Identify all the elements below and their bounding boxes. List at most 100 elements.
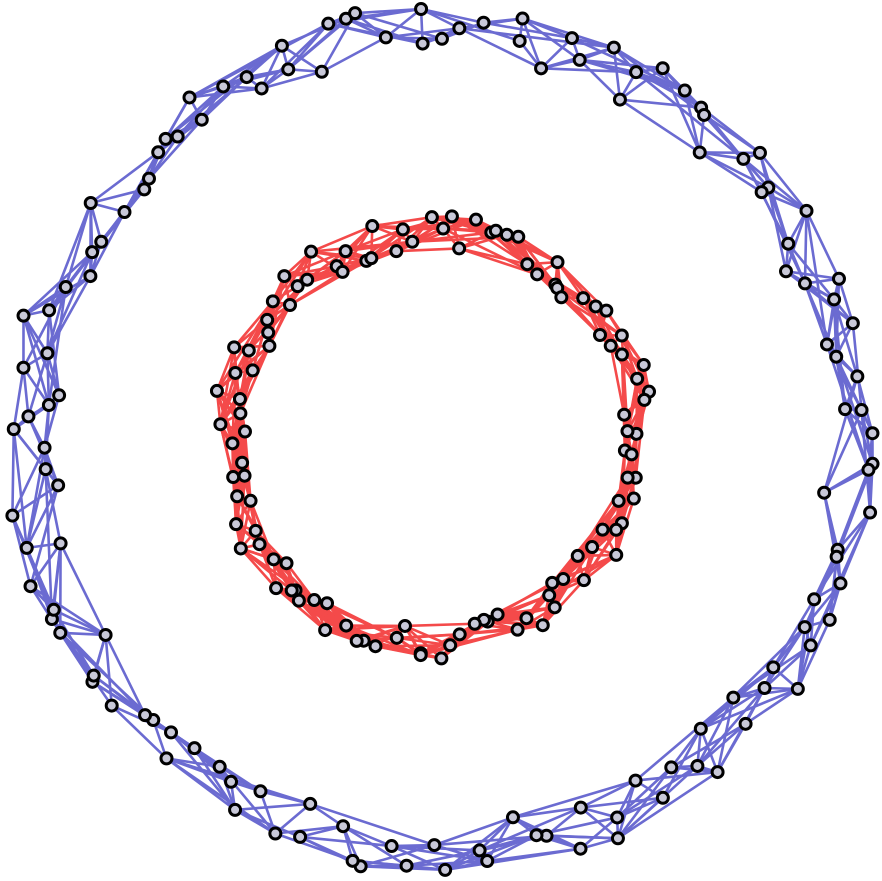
outer-ring-edge [784,209,808,273]
outer-ring-node [472,843,487,858]
outer-ring-node [452,21,467,36]
outer-ring-edge [616,770,719,840]
outer-ring-node [822,612,837,627]
inner-ring-node [304,244,319,259]
outer-ring-edge [511,779,637,819]
inner-ring-edge [496,581,554,616]
inner-ring-node [617,407,632,422]
outer-ring-edge [22,285,68,370]
outer-ring-edge [822,408,863,494]
outer-ring-node [427,838,442,853]
outer-ring-edge [29,542,62,588]
outer-ring-node [829,549,844,564]
outer-ring-node [865,426,880,441]
outer-ring-edge [570,36,616,49]
outer-ring-node [274,38,289,53]
inner-ring-node [284,583,299,598]
inner-ring-node [279,556,294,571]
outer-ring-node [781,236,796,251]
outer-ring-node [253,784,268,799]
outer-ring-node [42,303,57,318]
outer-ring-node [187,741,202,756]
outer-ring-edge [64,201,93,289]
inner-ring-node [554,290,569,305]
inner-ring-edge [403,622,477,628]
outer-ring-node [861,462,876,477]
inner-ring-node [620,424,635,439]
inner-ring-edge [370,224,414,244]
inner-ring-node [237,468,252,483]
outer-ring-edge [784,269,841,281]
outer-ring-edge [834,355,847,411]
outer-ring-edge [47,201,93,312]
outer-ring-edge [46,250,94,355]
outer-ring-node [194,112,209,127]
outer-ring-edge [46,274,92,355]
outer-ring-edge [578,58,664,70]
outer-ring-node [281,62,296,77]
outer-ring-edge [353,7,423,15]
outer-ring-edge [786,242,807,285]
inner-ring-node [614,328,629,343]
outer-ring-node [216,79,231,94]
inner-ring-edge [219,346,236,426]
inner-ring-node [626,491,641,506]
outer-ring-edge [822,468,870,494]
outer-ring-edge [661,66,702,154]
outer-ring-edge [58,631,107,637]
inner-ring-node [511,229,526,244]
outer-ring-node [529,828,544,843]
inner-ring-node [510,622,525,637]
outer-ring-edge [260,44,284,90]
outer-ring-node [228,802,243,817]
outer-ring-node [838,402,853,417]
inner-ring-node [368,639,383,654]
outer-ring-node [863,505,878,520]
outer-ring-edge [615,764,699,819]
outer-ring-edge [11,427,16,517]
outer-ring-edge [390,844,489,863]
outer-ring-edge [11,484,60,517]
outer-ring-node [314,64,329,79]
outer-ring-node [655,61,670,76]
outer-ring-edge [699,687,800,731]
outer-ring-edge [511,806,583,819]
outer-ring-edge [47,274,92,312]
outer-ring-node [158,131,173,146]
outer-ring-edge [12,366,25,431]
outer-ring-node [138,708,153,723]
inner-ring-edge [395,247,461,253]
inner-ring-node [320,596,335,611]
outer-ring-edge [22,250,94,317]
outer-ring-edge [274,832,354,863]
outer-ring-node [817,485,832,500]
outer-ring-edge [274,802,312,835]
outer-ring-edge [618,98,702,154]
inner-ring-node [434,651,449,666]
outer-ring-node [790,681,805,696]
inner-ring-edge [541,578,586,627]
outer-ring-edge [259,789,277,835]
outer-ring-edge [22,366,30,418]
outer-ring-node [254,81,269,96]
inner-ring-node [213,417,228,432]
outer-ring-edge [767,186,788,273]
outer-ring-node [98,627,113,642]
inner-ring-node [233,406,248,421]
inner-ring-edge [370,228,405,260]
inner-ring-node [349,633,364,648]
inner-ring-edge [274,586,327,632]
outer-ring-node [476,15,491,30]
outer-ring-edge [634,70,703,109]
inner-ring-edge [403,624,443,660]
outer-ring-edge [92,633,107,677]
inner-ring-node [225,436,240,451]
inner-ring-node [261,325,276,340]
outer-ring-edge [822,491,842,585]
inner-ring-edge [403,624,452,647]
outer-ring-node [690,758,705,773]
outer-ring-edge [92,674,147,717]
outer-ring-edge [22,366,51,407]
outer-ring-edge [341,824,408,867]
